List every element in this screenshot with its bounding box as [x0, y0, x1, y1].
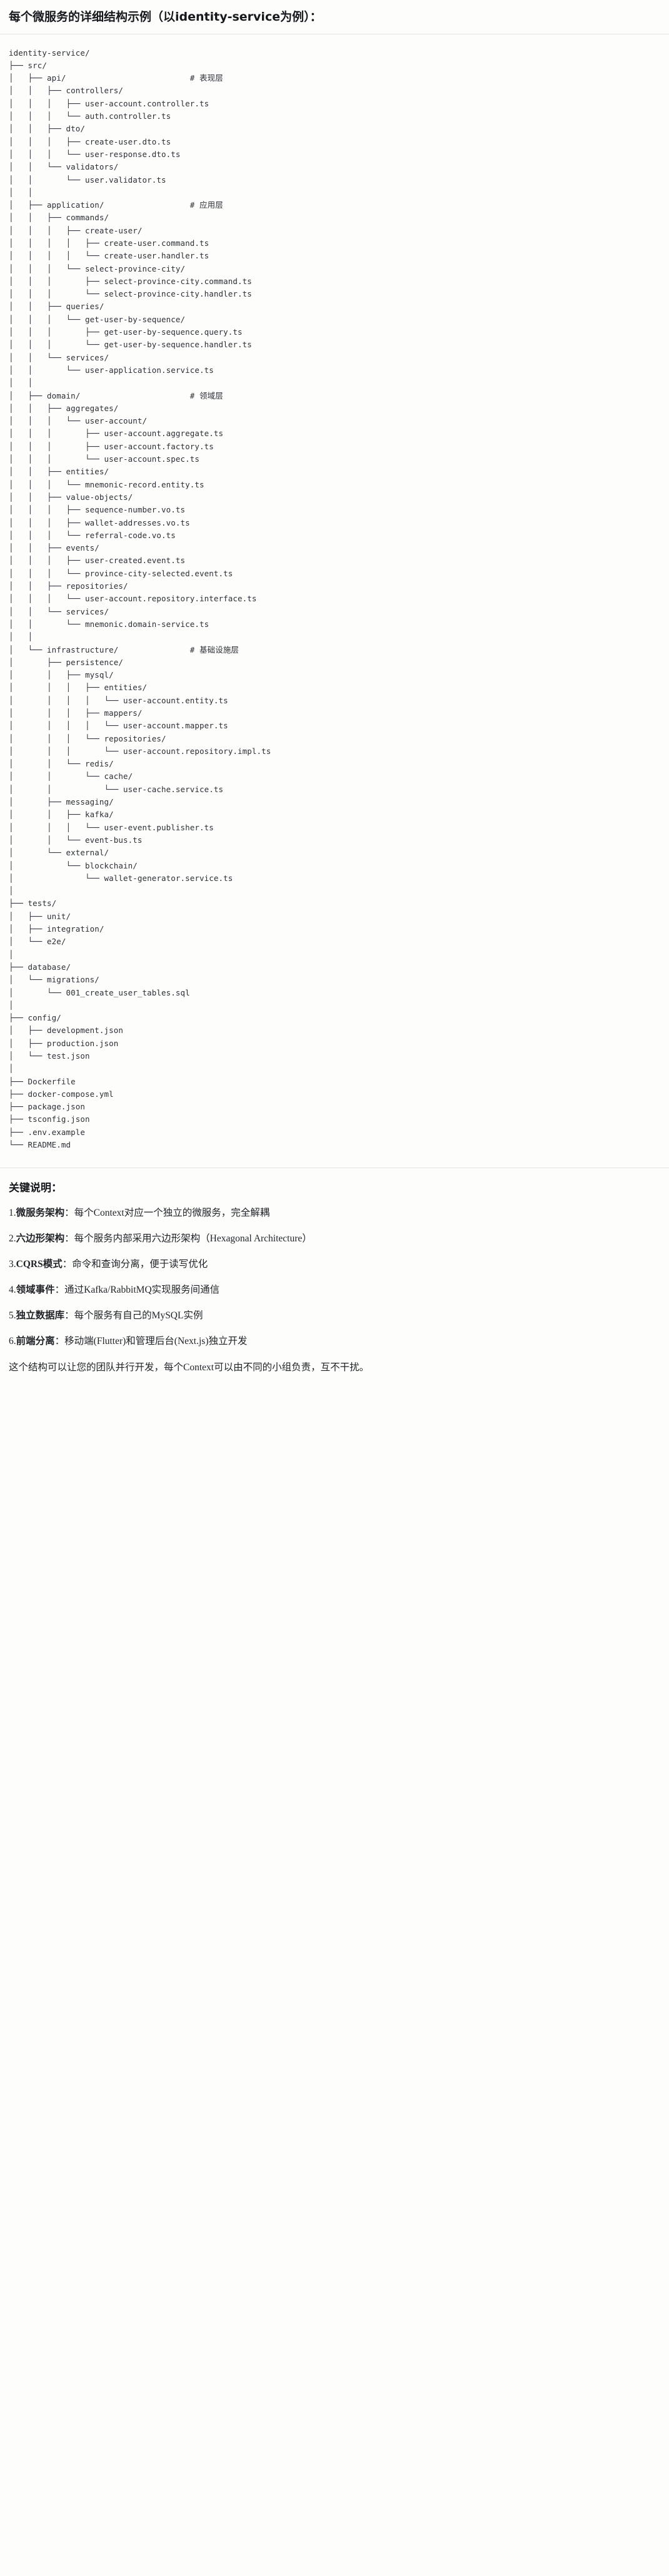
note-label: 前端分离: [16, 1335, 55, 1347]
note-description: 通过Kafka/RabbitMQ实现服务间通信: [64, 1284, 220, 1295]
list-item: 1.微服务架构：每个Context对应一个独立的微服务，完全解耦: [9, 1206, 660, 1221]
note-label: 六边形架构: [16, 1233, 65, 1244]
note-number: 6.: [9, 1335, 16, 1347]
page-root: 每个微服务的详细结构示例（以identity-service为例）： ident…: [0, 0, 669, 1387]
note-description: 每个服务有自己的MySQL实例: [74, 1310, 203, 1321]
list-item: 4.领域事件：通过Kafka/RabbitMQ实现服务间通信: [9, 1283, 660, 1298]
list-item: 5.独立数据库：每个服务有自己的MySQL实例: [9, 1308, 660, 1323]
title-block: 每个微服务的详细结构示例（以identity-service为例）：: [0, 0, 669, 34]
key-notes-block: 关键说明： 1.微服务架构：每个Context对应一个独立的微服务，完全解耦 2…: [0, 1168, 669, 1387]
closing-paragraph: 这个结构可以让您的团队并行开发，每个Context可以由不同的小组负责，互不干扰…: [9, 1362, 370, 1373]
note-label: 微服务架构: [16, 1207, 65, 1218]
note-label: 独立数据库: [16, 1310, 65, 1321]
note-separator: ：: [64, 1207, 74, 1218]
note-number: 5.: [9, 1310, 16, 1321]
note-number: 4.: [9, 1284, 16, 1295]
note-separator: ：: [54, 1335, 65, 1347]
key-notes-heading: 关键说明：: [9, 1182, 62, 1195]
note-separator: ：: [62, 1258, 73, 1270]
note-label: 领域事件: [16, 1284, 55, 1295]
directory-tree-block: identity-service/ ├── src/ │ ├── api/ # …: [0, 34, 669, 1168]
page-title: 每个微服务的详细结构示例（以identity-service为例）：: [9, 10, 322, 24]
list-item: 6.前端分离：移动端(Flutter)和管理后台(Next.js)独立开发: [9, 1334, 660, 1349]
list-item: 3.CQRS模式：命令和查询分离，便于读写优化: [9, 1257, 660, 1272]
note-description: 命令和查询分离，便于读写优化: [72, 1258, 208, 1270]
key-notes-list: 1.微服务架构：每个Context对应一个独立的微服务，完全解耦 2.六边形架构…: [9, 1206, 660, 1349]
note-separator: ：: [64, 1310, 74, 1321]
note-separator: ：: [64, 1233, 74, 1244]
note-number: 1.: [9, 1207, 16, 1218]
note-description: 移动端(Flutter)和管理后台(Next.js)独立开发: [64, 1335, 248, 1347]
list-item: 2.六边形架构：每个服务内部采用六边形架构（Hexagonal Architec…: [9, 1231, 660, 1246]
note-description: 每个Context对应一个独立的微服务，完全解耦: [74, 1207, 270, 1218]
note-separator: ：: [54, 1284, 65, 1295]
note-label: CQRS模式: [16, 1258, 63, 1270]
directory-tree: identity-service/ ├── src/ │ ├── api/ # …: [9, 48, 271, 1150]
note-number: 2.: [9, 1233, 16, 1244]
note-description: 每个服务内部采用六边形架构（Hexagonal Architecture）: [74, 1233, 312, 1244]
note-number: 3.: [9, 1258, 16, 1270]
